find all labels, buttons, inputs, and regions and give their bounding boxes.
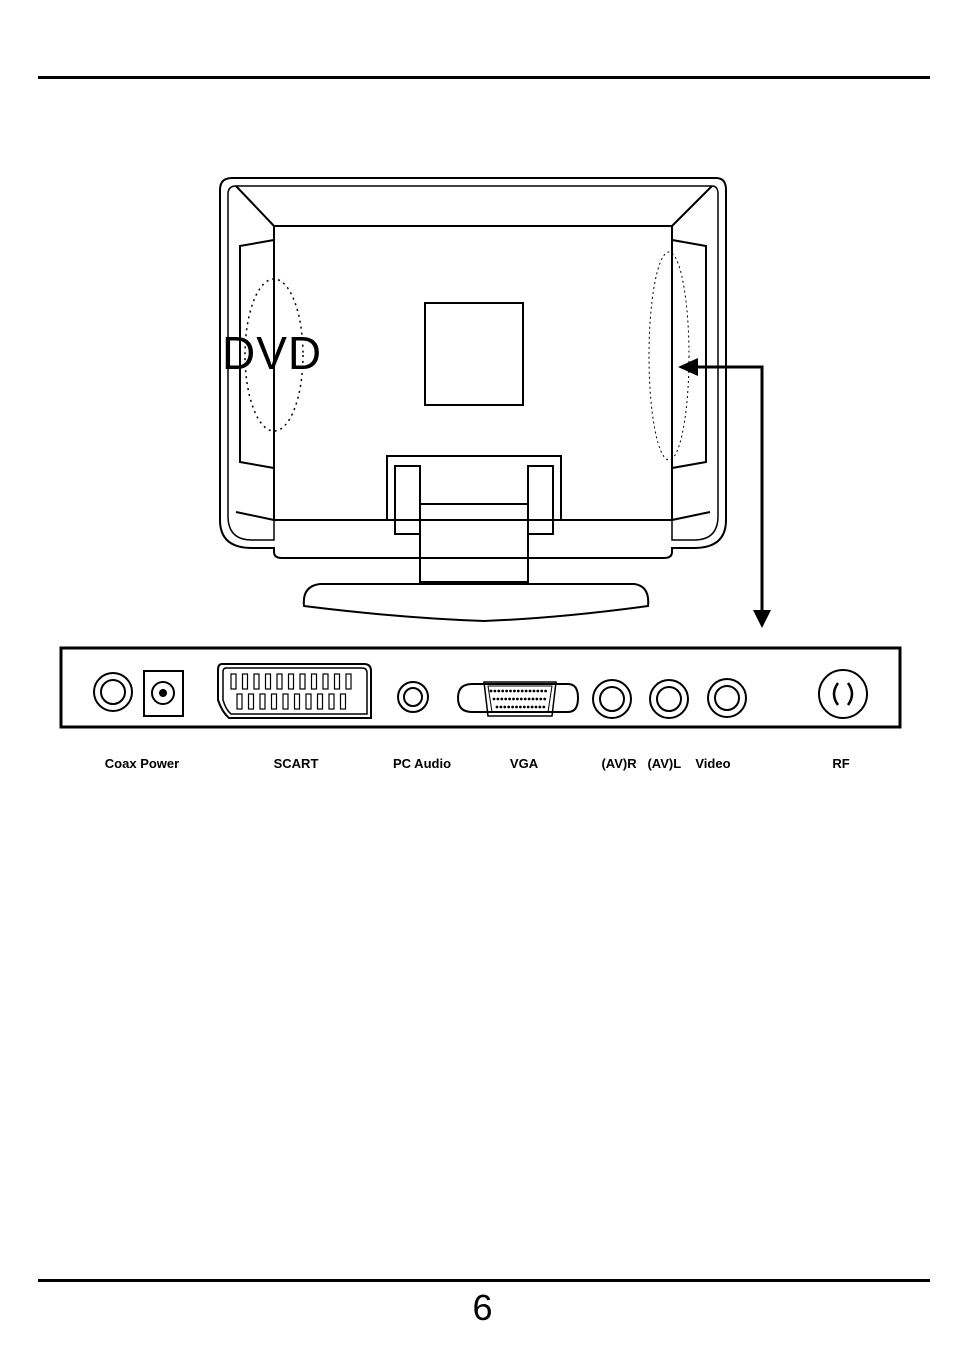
scart-pin	[272, 694, 277, 709]
bottom-rule	[38, 1279, 930, 1282]
scart-pin	[231, 674, 236, 689]
av-right-jack	[593, 680, 631, 718]
vga-pin	[524, 698, 527, 701]
scart-pin	[300, 674, 305, 689]
vga-pin	[521, 690, 524, 693]
vga-pin	[496, 706, 499, 709]
vga-socket	[458, 682, 578, 716]
vga-pin	[500, 706, 503, 709]
port-label-av: (AV)R (AV)L Video	[601, 756, 730, 771]
vga-pin	[536, 698, 539, 701]
scart-pin	[237, 694, 242, 709]
stand-neck	[420, 504, 528, 582]
vga-pin	[507, 706, 510, 709]
page-number: 6	[0, 1290, 965, 1326]
scart-pin	[312, 674, 317, 689]
vga-pin	[500, 698, 503, 701]
vga-pin	[520, 698, 523, 701]
vga-pin	[515, 706, 518, 709]
scart-pin	[283, 694, 288, 709]
side-ports-highlight	[649, 252, 689, 460]
vga-pin	[497, 690, 500, 693]
av-left-jack	[650, 680, 688, 718]
vga-pin	[542, 706, 545, 709]
vga-pin	[533, 690, 536, 693]
vga-pin	[532, 698, 535, 701]
vga-pin	[527, 706, 530, 709]
vga-pin	[528, 698, 531, 701]
port-label-scart: SCART	[274, 756, 319, 771]
port-label-vga: VGA	[510, 756, 538, 771]
pc-audio-jack	[398, 682, 428, 712]
scart-pin	[289, 674, 294, 689]
vga-pin	[536, 690, 539, 693]
vga-pin	[539, 706, 542, 709]
vga-pin	[505, 690, 508, 693]
vga-pin	[504, 698, 507, 701]
video-jack	[708, 679, 746, 717]
scart-pin	[266, 674, 271, 689]
vga-pin	[490, 690, 493, 693]
rear-label-plate	[425, 303, 523, 405]
scart-pin	[295, 694, 300, 709]
vga-pin	[497, 698, 500, 701]
vga-pin	[523, 706, 526, 709]
vga-pin	[511, 706, 514, 709]
vga-pin	[509, 690, 512, 693]
coax-jack	[94, 673, 132, 711]
scart-pin	[335, 674, 340, 689]
vga-pin	[519, 706, 522, 709]
stand-base	[304, 584, 648, 621]
vga-pin	[531, 706, 534, 709]
vga-pin	[544, 690, 547, 693]
vga-pin	[525, 690, 528, 693]
vga-pin	[529, 690, 532, 693]
vga-pin	[539, 698, 542, 701]
right-side-recess	[672, 240, 706, 468]
scart-pin	[318, 694, 323, 709]
vga-pin	[493, 698, 496, 701]
scart-pin	[277, 674, 282, 689]
scart-pin	[341, 694, 346, 709]
vga-pin	[543, 698, 546, 701]
vga-pin	[535, 706, 538, 709]
scart-pin	[260, 694, 265, 709]
rf-socket	[819, 670, 867, 718]
tv-back-panel	[274, 226, 672, 520]
port-panel	[61, 648, 900, 727]
scart-pin	[306, 694, 311, 709]
scart-pin	[323, 674, 328, 689]
scart-pin	[254, 674, 259, 689]
scart-socket	[218, 664, 371, 718]
vga-pin	[508, 698, 511, 701]
vga-pin	[540, 690, 543, 693]
vga-pin	[512, 698, 515, 701]
vga-pin	[513, 690, 516, 693]
scart-pin	[346, 674, 351, 689]
vga-pin	[516, 698, 519, 701]
port-label-rf: RF	[832, 756, 849, 771]
scart-pin	[329, 694, 334, 709]
vga-pin	[494, 690, 497, 693]
port-label-pc-audio: PC Audio	[393, 756, 451, 771]
power-jack	[144, 671, 183, 716]
connection-arrow-head-down	[753, 610, 771, 628]
scart-pin	[249, 694, 254, 709]
vga-pin	[517, 690, 520, 693]
dvd-label: DVD	[222, 330, 322, 376]
vga-pin	[503, 706, 506, 709]
vga-pin	[501, 690, 504, 693]
scart-pin	[243, 674, 248, 689]
connection-arrow-head-left	[678, 358, 698, 376]
port-label-coax-power: Coax Power	[105, 756, 179, 771]
